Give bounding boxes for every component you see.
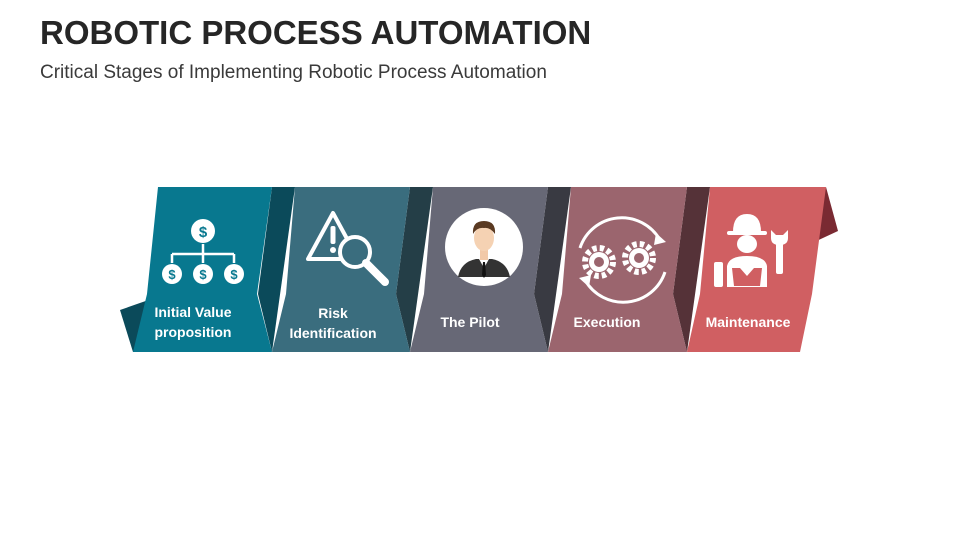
ribbon-fold-1 xyxy=(258,187,295,352)
page-title: ROBOTIC PROCESS AUTOMATION xyxy=(40,14,592,51)
stage-label-1b: proposition xyxy=(155,324,232,340)
pilot-avatar-icon xyxy=(445,208,523,286)
svg-text:$: $ xyxy=(168,267,176,282)
ribbon-fold-2 xyxy=(396,187,433,352)
gears-cycle-icon xyxy=(578,216,667,304)
svg-text:$: $ xyxy=(230,267,238,282)
stage-label-2a: Risk xyxy=(318,305,348,321)
ribbon-fold-4 xyxy=(673,187,710,352)
stage-panel-2 xyxy=(272,187,410,352)
risk-magnifier-icon xyxy=(306,211,389,286)
ribbon-fold-3 xyxy=(534,187,571,352)
stage-label-3: The Pilot xyxy=(440,314,499,330)
svg-text:$: $ xyxy=(199,224,208,241)
stage-label-4: Execution xyxy=(574,314,641,330)
worker-wrench-icon xyxy=(714,214,788,287)
stage-label-2b: Identification xyxy=(289,325,376,341)
stage-label-5: Maintenance xyxy=(706,314,791,330)
svg-text:$: $ xyxy=(199,267,207,282)
page-subtitle: Critical Stages of Implementing Robotic … xyxy=(40,62,547,83)
stage-label-1a: Initial Value xyxy=(154,304,231,320)
money-hierarchy-icon: $ $ $ $ xyxy=(162,219,244,284)
